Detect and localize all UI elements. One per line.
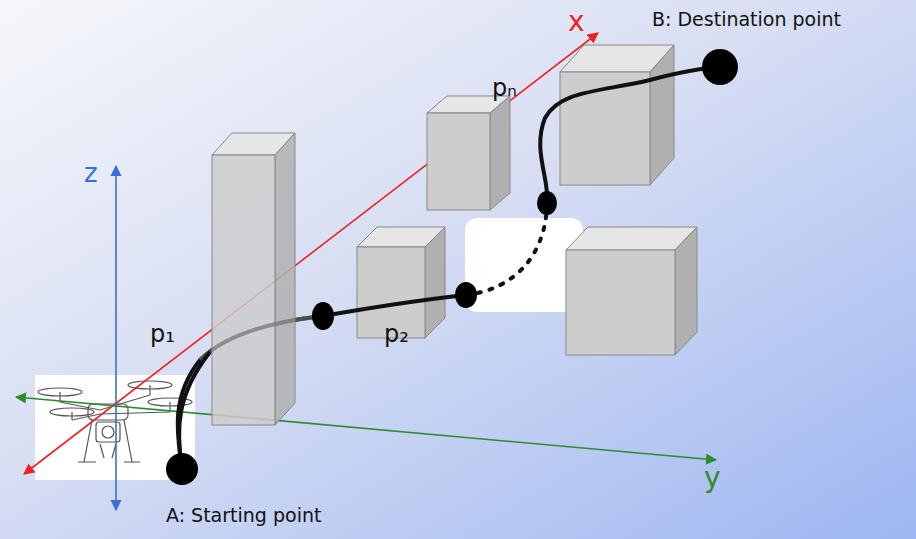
- z-axis: [115, 166, 117, 510]
- obstacle-box: [560, 45, 674, 185]
- point-label: A: Starting point: [166, 506, 321, 525]
- waypoint-label: p₁: [150, 322, 175, 346]
- dotted-path: [466, 205, 547, 295]
- waypoint: [455, 282, 477, 308]
- path-segment: [323, 295, 466, 316]
- obstacle-box: [212, 133, 295, 425]
- path-segment: [200, 316, 323, 360]
- axis-label: z: [84, 160, 98, 186]
- free-region: [465, 218, 583, 312]
- waypoint: [312, 302, 334, 330]
- destination-point: [702, 49, 738, 85]
- point-label: B: Destination point: [652, 10, 841, 29]
- y-axis: [16, 397, 716, 460]
- obstacle-box: [427, 96, 510, 210]
- waypoint-label: p₂: [384, 322, 409, 346]
- start-point: [166, 453, 198, 485]
- axis-label: x: [568, 8, 585, 36]
- path-segment: [179, 352, 210, 468]
- path-segment: [540, 67, 720, 203]
- x-axis: [24, 33, 598, 474]
- axis-label: y: [704, 464, 721, 492]
- waypoint: [537, 191, 557, 215]
- obstacle-box: [566, 227, 697, 355]
- waypoint-label: pₙ: [492, 76, 517, 100]
